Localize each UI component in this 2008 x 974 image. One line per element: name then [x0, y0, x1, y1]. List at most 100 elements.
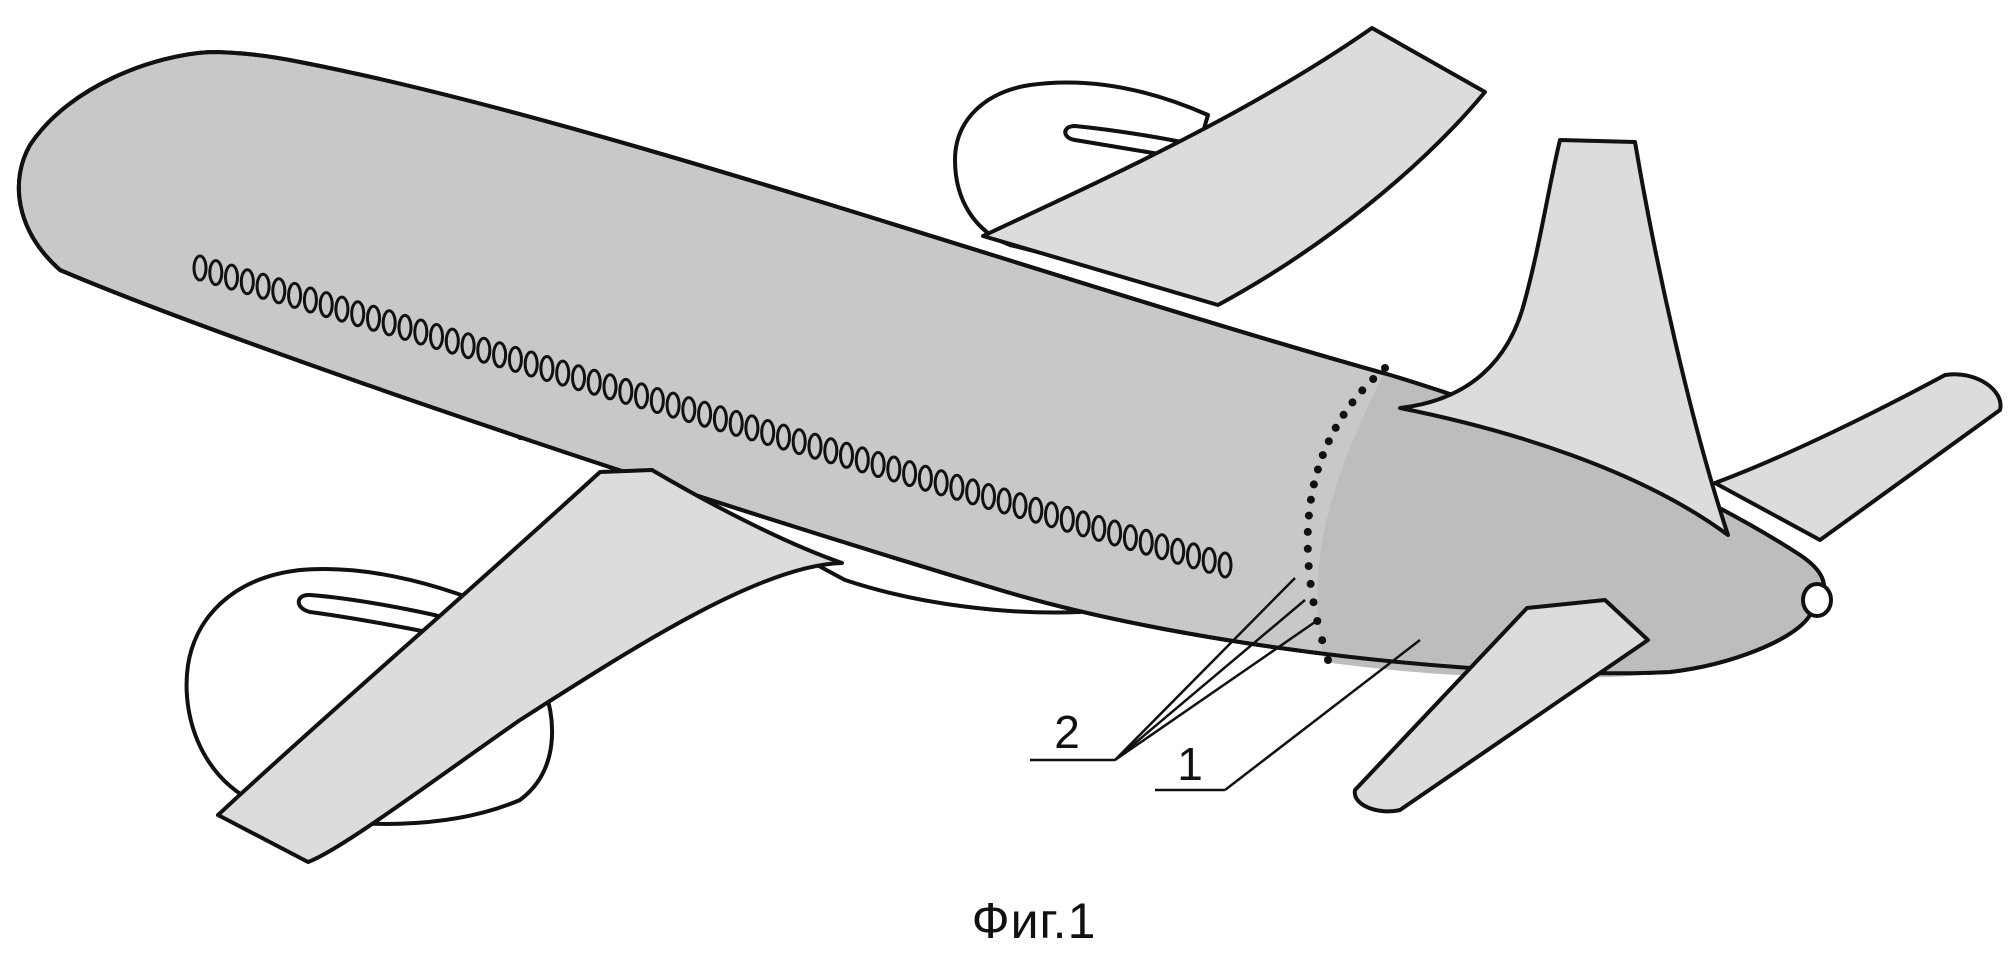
seal-dot — [1369, 375, 1378, 383]
seal-dot-row — [1303, 364, 1389, 664]
seal-dot — [1309, 598, 1318, 607]
cabin-window — [1186, 542, 1201, 570]
cabin-window — [460, 332, 476, 360]
cabin-window — [318, 291, 334, 319]
cabin-window — [413, 318, 429, 346]
cabin-window — [1107, 519, 1123, 547]
cabin-windows — [192, 254, 1233, 579]
cabin-window — [492, 341, 508, 369]
seal-dot — [1324, 437, 1333, 446]
seal-dot — [1303, 527, 1312, 536]
cabin-window — [1217, 551, 1233, 579]
cabin-window — [1138, 528, 1154, 556]
cabin-window — [586, 368, 602, 396]
cabin-window — [744, 414, 760, 442]
seal-dot — [1306, 579, 1315, 588]
label-1: 1 — [1177, 738, 1203, 790]
cabin-window — [271, 277, 287, 305]
seal-dot — [1331, 423, 1340, 432]
far-wing — [981, 26, 1487, 307]
seal-dot — [1339, 410, 1348, 419]
cabin-window — [823, 437, 839, 465]
cabin-window — [949, 473, 965, 501]
cabin-window — [239, 268, 255, 296]
seal-dot — [1306, 495, 1315, 504]
seal-dot — [1304, 511, 1313, 520]
cabin-window — [366, 304, 381, 332]
fuselage-outline — [16, 50, 1826, 676]
cabin-window — [1170, 537, 1186, 565]
vertical-fin — [1398, 138, 1730, 537]
cabin-window — [571, 364, 586, 392]
seal-dot — [1304, 562, 1313, 571]
seal-dot — [1303, 544, 1312, 553]
seal-dot — [1309, 480, 1318, 489]
seal-dot — [1348, 398, 1357, 407]
cabin-window — [981, 483, 996, 510]
cabin-window — [760, 419, 776, 446]
cabin-window — [1044, 501, 1059, 529]
cabin-window — [444, 327, 460, 355]
cabin-window — [397, 313, 413, 341]
cabin-window — [208, 259, 224, 287]
cabin-window — [1122, 524, 1138, 552]
seal-dot — [1358, 386, 1367, 395]
cabin-window — [302, 286, 318, 314]
cabin-window — [555, 359, 571, 387]
cabin-window — [965, 478, 981, 506]
cabin-window — [712, 405, 728, 433]
label-2: 2 — [1054, 706, 1080, 758]
cabin-window — [192, 254, 208, 282]
near-stabilizer — [1352, 598, 1650, 814]
figure-caption: Фиг.1 — [971, 893, 1097, 949]
cabin-window — [728, 409, 744, 437]
cabin-window — [791, 428, 807, 456]
tail-section-shading — [1317, 372, 1824, 678]
cabin-window — [1201, 546, 1217, 574]
cabin-window — [350, 300, 366, 328]
seal-dot — [1318, 636, 1327, 645]
cabin-window — [618, 377, 634, 405]
cabin-window — [1091, 514, 1107, 542]
cabin-window — [902, 460, 918, 488]
cabin-window — [1075, 510, 1091, 538]
cabin-window — [507, 345, 523, 373]
tail-cone-nozzle — [1801, 582, 1833, 618]
label-2-leaders — [1030, 577, 1316, 762]
cabin-window — [681, 396, 697, 424]
label-1-leader — [1155, 639, 1421, 792]
cabin-window — [1012, 492, 1028, 520]
cabin-window — [697, 400, 713, 428]
cabin-window — [1154, 533, 1170, 561]
cabin-window — [523, 350, 539, 378]
far-stabilizer — [1713, 372, 2003, 542]
cabin-window — [539, 355, 555, 382]
cabin-window — [665, 391, 681, 419]
seal-dot — [1381, 364, 1389, 372]
near-wing — [216, 468, 844, 864]
cabin-window — [602, 373, 618, 401]
cabin-window — [886, 455, 902, 483]
cabin-window — [917, 464, 933, 492]
seal-dot — [1313, 465, 1322, 474]
seal-dot — [1318, 451, 1327, 460]
cabin-window — [476, 336, 492, 364]
cabin-window — [933, 469, 949, 497]
cabin-window — [429, 323, 444, 350]
cabin-window — [996, 487, 1012, 515]
cabin-window — [776, 423, 791, 451]
cabin-window — [854, 446, 870, 474]
cabin-window — [334, 295, 350, 323]
cabin-window — [1059, 505, 1075, 533]
cabin-window — [287, 281, 303, 309]
cabin-window — [634, 382, 649, 410]
cabin-window — [870, 451, 886, 478]
seal-dot — [1324, 656, 1332, 664]
cabin-window — [807, 432, 823, 460]
cabin-window — [839, 441, 854, 469]
cabin-window — [1028, 496, 1044, 524]
cabin-window — [224, 263, 239, 291]
cabin-window — [255, 272, 271, 300]
